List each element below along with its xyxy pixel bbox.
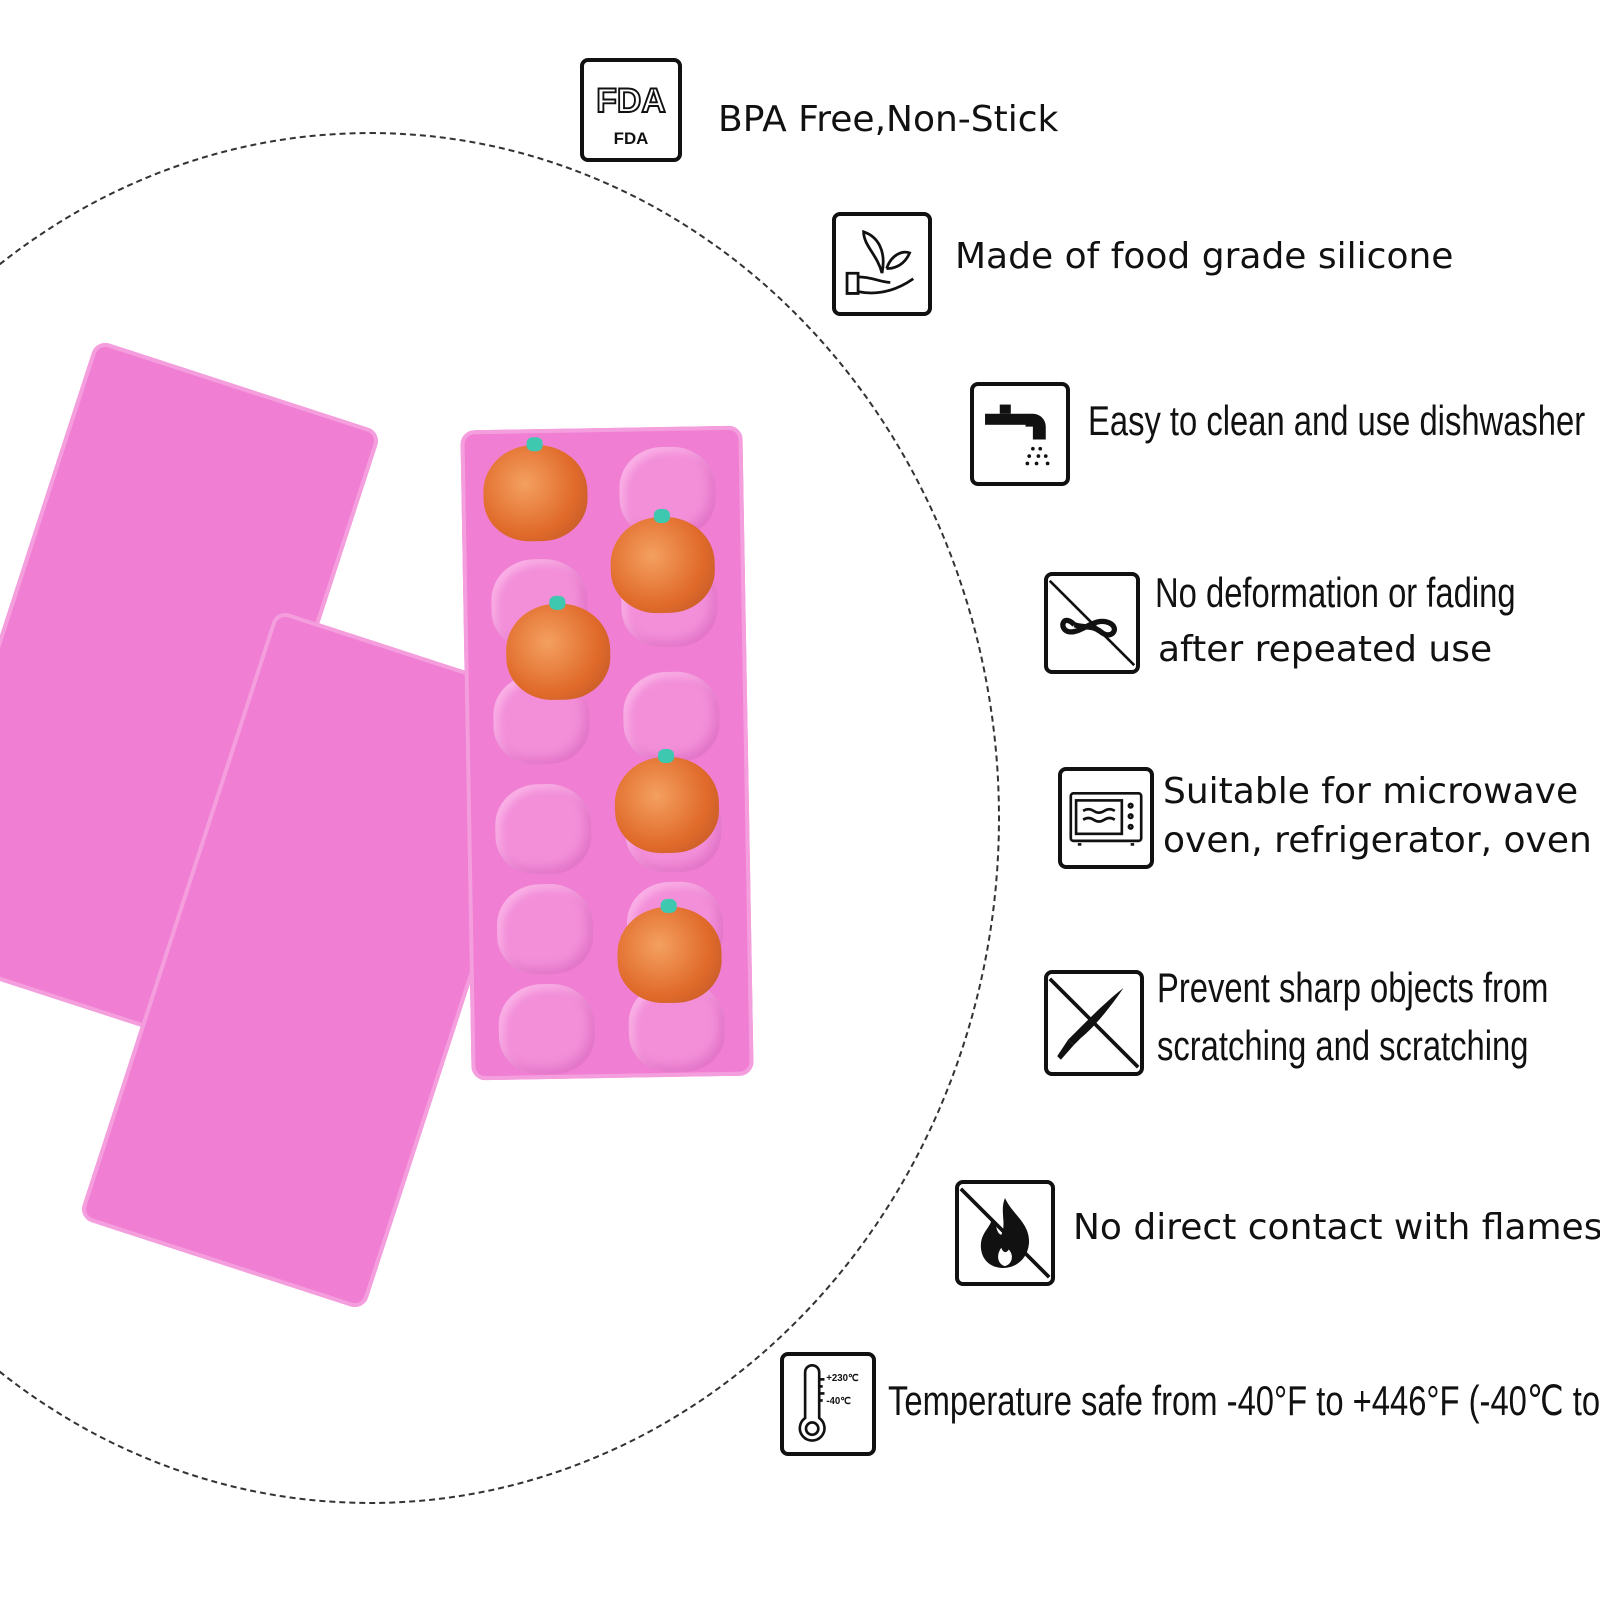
feature-text-temperature: Temperature safe from -40°F to +446°F (-…: [888, 1377, 1600, 1424]
pumpkin-chocolate: [614, 756, 720, 854]
feature-text-bpa-free: BPA Free,Non-Stick: [718, 99, 1059, 140]
silicone-tray-with-pumpkins: [460, 425, 754, 1081]
thermometer-max-label: +230℃: [826, 1373, 859, 1384]
thermometer-icon: +230℃ -40℃: [780, 1352, 876, 1456]
feature-text-sharp-objects-line2: scratching and scratching: [1157, 1022, 1529, 1069]
no-flame-icon: [955, 1180, 1055, 1286]
faucet-icon: [970, 382, 1070, 486]
no-knife-icon: [1044, 970, 1144, 1076]
feature-text-no-flames: No direct contact with flames: [1073, 1207, 1600, 1248]
thermometer-min-label: -40℃: [826, 1396, 851, 1407]
feature-text-no-deformation-line2: after repeated use: [1158, 629, 1493, 670]
leaf-hand-icon: [832, 212, 932, 316]
feature-text-microwave-line1: Suitable for microwave: [1163, 771, 1579, 812]
pumpkin-chocolate: [482, 444, 589, 543]
feature-text-food-grade: Made of food grade silicone: [955, 236, 1454, 277]
pumpkin-chocolate: [505, 602, 612, 701]
no-deformation-icon: [1044, 572, 1140, 674]
fda-icon: FDA FDA: [580, 58, 682, 162]
svg-text:FDA: FDA: [596, 82, 666, 120]
pumpkin-chocolate: [616, 906, 723, 1004]
feature-text-dishwasher: Easy to clean and use dishwasher: [1088, 397, 1586, 444]
feature-text-sharp-objects-line1: Prevent sharp objects from: [1157, 964, 1549, 1011]
feature-text-no-deformation-line1: No deformation or fading: [1155, 569, 1516, 616]
feature-text-microwave-line2: oven, refrigerator, oven: [1163, 820, 1592, 861]
fda-icon-label: FDA: [614, 129, 649, 148]
pumpkin-chocolate: [609, 516, 716, 614]
microwave-icon: [1058, 767, 1154, 869]
